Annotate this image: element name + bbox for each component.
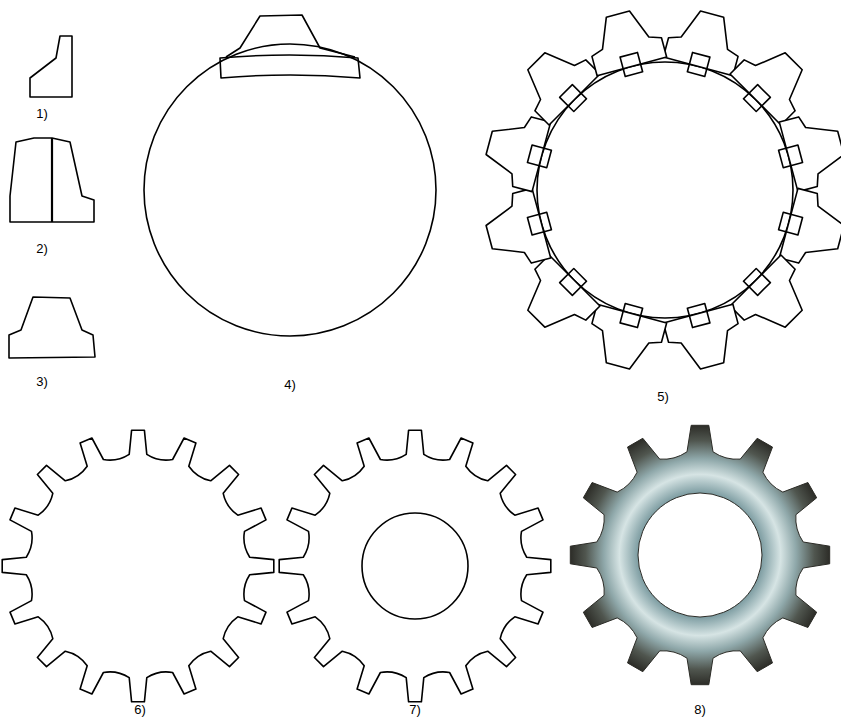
half-tooth <box>30 36 72 97</box>
step-number: 6) <box>134 702 146 717</box>
step-number: 7) <box>409 702 421 717</box>
base-circle <box>144 44 436 336</box>
tooth <box>583 5 669 84</box>
tooth <box>661 297 747 376</box>
step-number: 8) <box>694 702 706 717</box>
step-number: 3) <box>36 374 48 389</box>
gear-outline <box>2 430 274 702</box>
tooth <box>480 186 559 272</box>
tooth <box>724 36 819 131</box>
step-number: 4) <box>284 377 296 392</box>
tooth <box>724 249 819 344</box>
finished-gear <box>570 425 829 684</box>
hub-hole <box>362 513 468 619</box>
tooth-base <box>220 55 360 78</box>
step-number: 1) <box>36 106 48 121</box>
tooth-ring <box>480 5 841 375</box>
tooth <box>511 36 606 131</box>
step-number: 5) <box>657 389 669 404</box>
tooth-top <box>226 15 355 57</box>
step-number: 2) <box>36 241 48 256</box>
full-tooth <box>9 297 95 358</box>
gear-outline <box>279 430 551 702</box>
full-tooth-halves <box>10 138 94 222</box>
root-circle <box>537 62 793 318</box>
tooth <box>511 249 606 344</box>
tooth <box>772 108 841 194</box>
